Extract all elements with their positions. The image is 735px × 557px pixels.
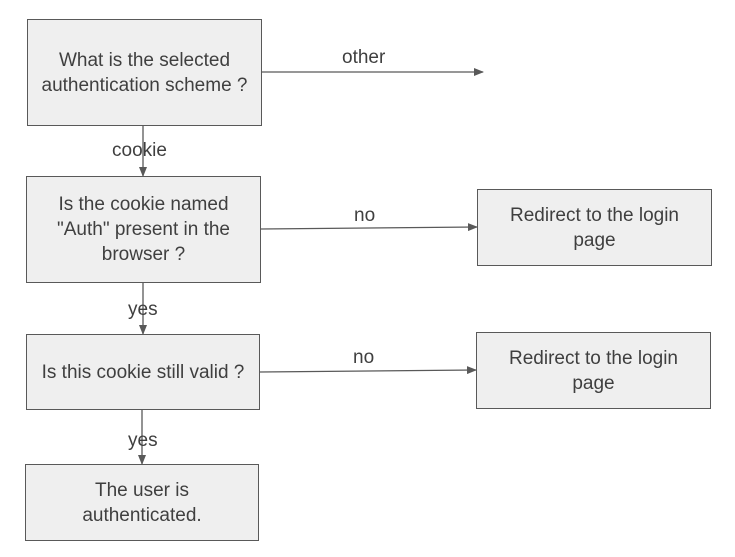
node-cookie-valid-question: Is this cookie still valid ? — [26, 334, 260, 410]
node-label: Is this cookie still valid ? — [41, 361, 245, 383]
node-user-authenticated: The user is authenticated. — [25, 464, 259, 541]
edge-label-yes: yes — [128, 299, 158, 320]
node-redirect-login-2: Redirect to the login page — [476, 332, 711, 409]
node-label: What is the selected authentication sche… — [41, 49, 248, 96]
edge-present-no — [260, 223, 478, 232]
edge-label-other: other — [342, 47, 386, 68]
edge-label-cookie: cookie — [112, 140, 167, 161]
node-label: Redirect to the login page — [510, 204, 679, 251]
node-label: Redirect to the login page — [509, 347, 678, 394]
node-redirect-login-1: Redirect to the login page — [477, 189, 712, 266]
edge-label-no: no — [354, 205, 376, 226]
node-label: Is the cookie named "Auth" present in th… — [57, 194, 230, 265]
node-label: The user is authenticated. — [82, 479, 202, 526]
edge-valid-no — [259, 366, 477, 375]
node-selected-scheme-question: What is the selected authentication sche… — [27, 19, 262, 126]
edge-label-yes: yes — [128, 430, 158, 451]
node-cookie-present-question: Is the cookie named "Auth" present in th… — [26, 176, 261, 283]
edge-label-no: no — [353, 347, 375, 368]
